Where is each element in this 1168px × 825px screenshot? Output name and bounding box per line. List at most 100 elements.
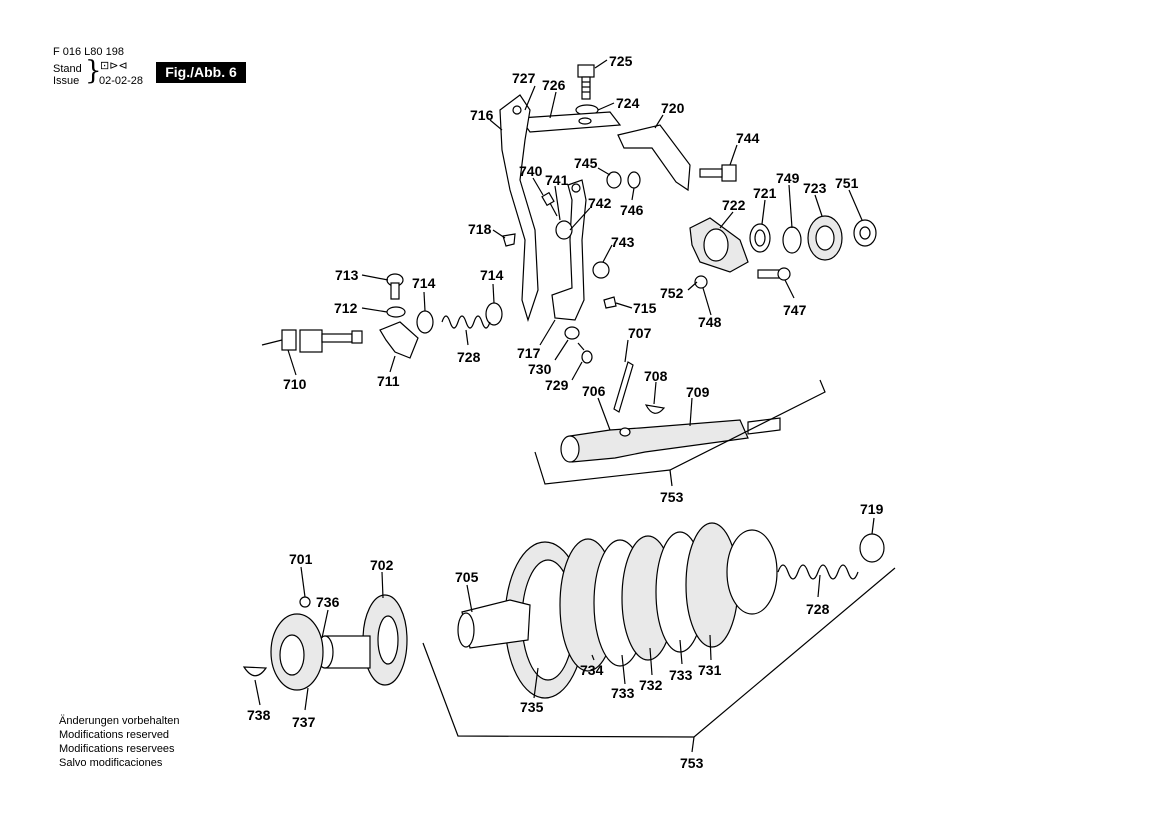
washer-730-drawing <box>564 326 580 340</box>
screw-747-drawing <box>757 267 791 281</box>
callout-746: 746 <box>620 202 644 218</box>
hub-705-drawing <box>457 599 531 649</box>
callout-737: 737 <box>292 714 316 730</box>
callout-708: 708 <box>644 368 668 384</box>
bolt-725-drawing <box>577 64 595 100</box>
callout-712: 712 <box>334 300 358 316</box>
callout-705: 705 <box>455 569 479 585</box>
callout-713: 713 <box>335 267 359 283</box>
stand-symbol: ⊡⊳⊲ <box>100 60 128 72</box>
bracket-726-drawing <box>518 111 622 133</box>
callout-714a: 714 <box>412 275 436 291</box>
issue-date: 02-02-28 <box>99 75 144 87</box>
callout-725: 725 <box>609 53 633 69</box>
callout-733: 733 <box>669 667 693 683</box>
screw-701-drawing <box>299 596 311 608</box>
part-715-drawing <box>603 296 617 309</box>
note-spanish: Salvo modificaciones <box>59 757 163 769</box>
callout-744: 744 <box>736 130 760 146</box>
callout-716: 716 <box>470 107 494 123</box>
bushing-714a-drawing <box>416 310 434 334</box>
plate-720-drawing <box>617 124 691 192</box>
note-english: Modifications reserved <box>59 729 170 741</box>
document-number: F 016 L80 198 <box>53 46 124 58</box>
ring-749-drawing <box>782 226 802 254</box>
bushing-714b-drawing <box>485 302 503 326</box>
shaft-709-drawing <box>560 417 781 463</box>
callout-724: 724 <box>616 95 640 111</box>
cable-710-drawing <box>261 329 363 353</box>
nut-745-drawing <box>606 171 622 189</box>
washer-746-drawing <box>627 171 641 189</box>
callout-742: 742 <box>588 195 612 211</box>
bolt-713-drawing <box>386 273 404 300</box>
figure-label: Fig./Abb. 6 <box>156 62 246 83</box>
leader-lines <box>254 59 875 753</box>
washer-712-drawing <box>386 306 406 318</box>
stand-label: Stand <box>53 63 82 75</box>
lever-716-drawing <box>499 94 539 322</box>
nut-741-drawing <box>555 220 573 240</box>
key-738-drawing <box>242 666 268 677</box>
callout-735: 735 <box>520 699 544 715</box>
callout-706: 706 <box>582 383 606 399</box>
callout-728b: 728 <box>806 601 830 617</box>
callout-740: 740 <box>519 163 543 179</box>
callout-727: 727 <box>512 70 536 86</box>
nut-743-drawing <box>592 261 610 279</box>
callout-723: 723 <box>803 180 827 196</box>
callout-717: 717 <box>517 345 541 361</box>
screw-729-drawing <box>577 342 593 364</box>
callout-721: 721 <box>753 185 777 201</box>
callout-726: 726 <box>542 77 566 93</box>
callout-753b: 753 <box>680 755 704 771</box>
callout-752: 752 <box>660 285 684 301</box>
screw-740-drawing <box>541 191 558 217</box>
callout-743: 743 <box>611 234 635 250</box>
spring-728b-drawing <box>777 564 859 580</box>
hub-736-drawing <box>316 635 371 669</box>
callout-734: 734 <box>580 662 604 678</box>
note-french: Modifications reservees <box>59 743 175 755</box>
callout-710: 710 <box>283 376 307 392</box>
callout-732: 732 <box>639 677 663 693</box>
hub-drawing <box>726 529 778 615</box>
callout-749: 749 <box>776 170 800 186</box>
callout-733b: 733 <box>611 685 635 701</box>
part-748-drawing <box>694 275 708 289</box>
callout-751: 751 <box>835 175 859 191</box>
callout-745: 745 <box>574 155 598 171</box>
callout-722: 722 <box>722 197 746 213</box>
key-708-drawing <box>644 404 666 414</box>
part-718-drawing <box>502 233 516 247</box>
bracket-711-drawing <box>379 321 419 359</box>
nut-719-drawing <box>859 533 885 563</box>
brace-symbol: } <box>85 56 102 86</box>
callout-748: 748 <box>698 314 722 330</box>
callout-714b: 714 <box>480 267 504 283</box>
modification-notes: Änderungen vorbehalten Modifications res… <box>59 714 179 770</box>
callout-720: 720 <box>661 100 685 116</box>
pin-707-drawing <box>613 361 634 413</box>
cup-737-drawing <box>270 613 324 691</box>
callout-731: 731 <box>698 662 722 678</box>
callout-728a: 728 <box>457 349 481 365</box>
note-german: Änderungen vorbehalten <box>59 715 180 727</box>
issue-label: Issue <box>53 75 80 87</box>
callout-709: 709 <box>686 384 710 400</box>
callout-753a: 753 <box>660 489 684 505</box>
callout-707: 707 <box>628 325 652 341</box>
callout-715: 715 <box>633 300 657 316</box>
star-disc-702-drawing <box>362 594 408 686</box>
callout-730: 730 <box>528 361 552 377</box>
bearing-721-drawing <box>749 223 771 253</box>
callout-701: 701 <box>289 551 313 567</box>
callout-718: 718 <box>468 221 492 237</box>
callout-747: 747 <box>783 302 807 318</box>
callout-711: 711 <box>377 373 400 389</box>
spring-728a-drawing <box>441 315 491 329</box>
group-bracket-753b <box>422 567 896 738</box>
callout-729: 729 <box>545 377 569 393</box>
nut-751-drawing <box>853 219 877 247</box>
